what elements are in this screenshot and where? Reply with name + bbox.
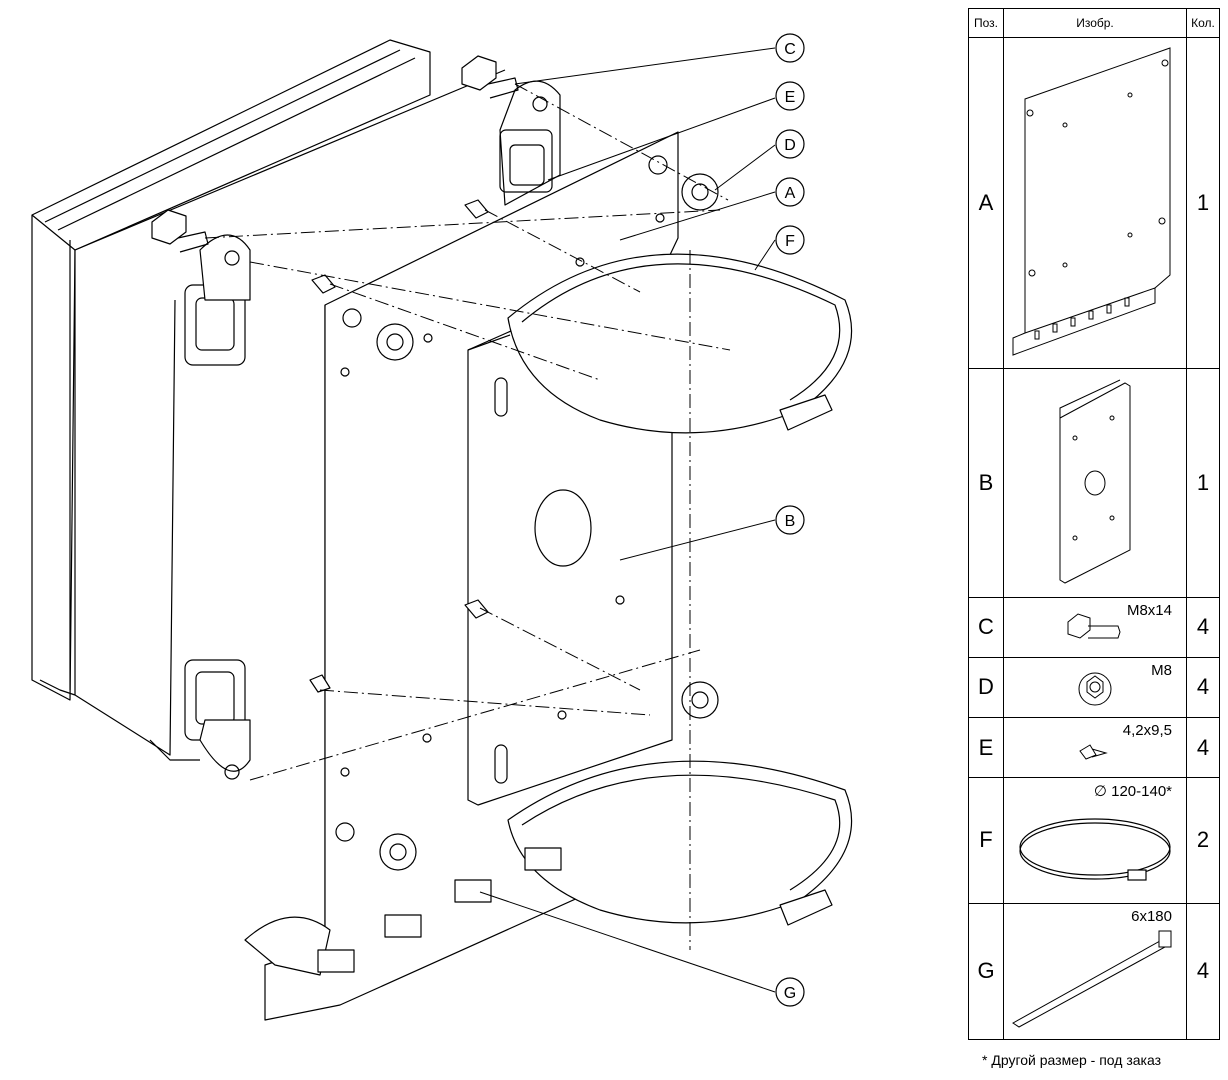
svg-text:F: F <box>785 233 795 250</box>
row-spec: ∅ 120-140* <box>1093 783 1172 801</box>
table-row: G 6x180 4 <box>968 902 1220 1041</box>
assembly-drawing: C E D A F B G <box>31 33 853 1021</box>
assembly-axis-lines <box>204 83 731 950</box>
svg-text:C: C <box>784 41 796 58</box>
row-qty: 2 <box>1186 777 1220 904</box>
cable-tie-icon <box>1012 930 1172 1028</box>
table-row: C M8x14 4 <box>968 596 1220 658</box>
header-pos: Поз. <box>968 7 1004 39</box>
header-qty: Кол. <box>1186 7 1220 39</box>
row-image <box>1003 368 1187 598</box>
leader-lines <box>479 47 776 993</box>
callout-b: B <box>775 505 805 535</box>
table-row: B 1 <box>968 368 1220 598</box>
self-tapping-screw-icon <box>1079 743 1108 760</box>
row-qty: 1 <box>1186 37 1220 370</box>
callout-d: D <box>775 129 805 159</box>
callout-e: E <box>775 81 805 111</box>
hose-clamps-f <box>507 253 853 926</box>
table-header-row: Поз. Изобр. Кол. <box>968 7 1220 39</box>
row-spec: 4,2x9,5 <box>1122 722 1172 740</box>
row-image: 4,2x9,5 <box>1003 717 1187 779</box>
hex-bolt-icon <box>1067 613 1121 639</box>
nuts-d <box>376 173 719 871</box>
hose-clamp-icon <box>1019 818 1171 881</box>
callout-g: G <box>775 977 805 1007</box>
svg-text:B: B <box>785 513 796 530</box>
row-pos: A <box>968 37 1004 370</box>
mounting-plate-icon <box>1012 47 1171 356</box>
table-row: D M8 4 <box>968 656 1220 719</box>
row-qty: 1 <box>1186 368 1220 598</box>
header-image: Изобр. <box>1003 7 1187 39</box>
row-image <box>1003 37 1187 370</box>
row-pos: C <box>968 596 1004 658</box>
footnote: * Другой размер - под заказ <box>982 1052 1162 1068</box>
table-row: A 1 <box>968 37 1220 370</box>
callout-f: F <box>775 225 805 255</box>
row-qty: 4 <box>1186 902 1220 1041</box>
row-image: ∅ 120-140* <box>1003 777 1187 904</box>
svg-text:A: A <box>785 185 796 202</box>
row-spec: M8x14 <box>1126 601 1172 619</box>
flange-nut-icon <box>1078 672 1112 706</box>
enclosure-box <box>31 39 561 780</box>
row-spec: 6x180 <box>1131 907 1172 925</box>
table-row: E 4,2x9,5 4 <box>968 717 1220 779</box>
bolt-c-parts <box>151 55 519 253</box>
pole-bracket-icon <box>1059 379 1131 584</box>
row-qty: 4 <box>1186 656 1220 719</box>
parts-table: Поз. Изобр. Кол. A 1 B <box>968 7 1220 1041</box>
table-row: F ∅ 120-140* 2 <box>968 777 1220 904</box>
row-pos: E <box>968 717 1004 779</box>
svg-text:E: E <box>785 89 796 106</box>
row-image: M8 <box>1003 656 1187 719</box>
screws-e <box>309 199 489 693</box>
callout-a: A <box>775 177 805 207</box>
cable-ties-g <box>244 847 562 976</box>
row-image: 6x180 <box>1003 902 1187 1041</box>
svg-text:D: D <box>784 137 796 154</box>
row-pos: B <box>968 368 1004 598</box>
row-image: M8x14 <box>1003 596 1187 658</box>
row-qty: 4 <box>1186 596 1220 658</box>
row-pos: F <box>968 777 1004 904</box>
row-spec: M8 <box>1151 661 1172 679</box>
row-pos: G <box>968 902 1004 1041</box>
callout-c: C <box>775 33 805 63</box>
svg-text:G: G <box>784 985 796 1002</box>
row-qty: 4 <box>1186 717 1220 779</box>
row-pos: D <box>968 656 1004 719</box>
